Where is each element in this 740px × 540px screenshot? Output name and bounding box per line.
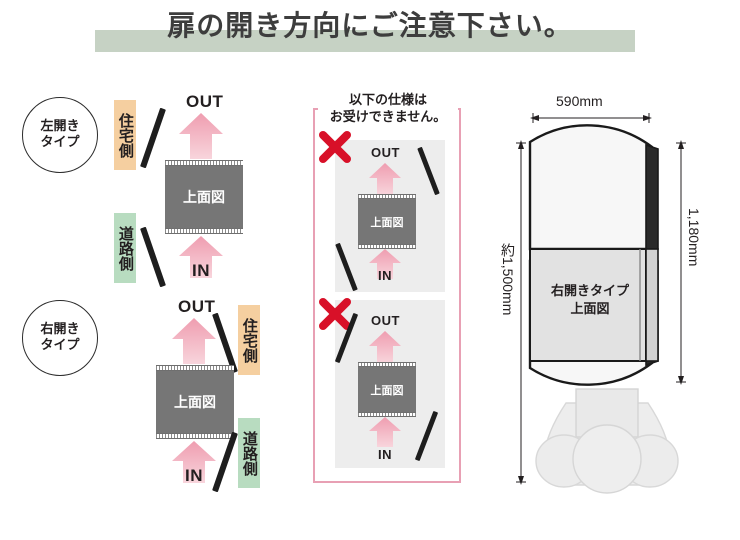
plan-body-block <box>529 248 659 362</box>
caption-in-warning-1: IN <box>378 268 392 283</box>
arrow-in-right-open <box>172 441 216 483</box>
label-house-side-left-open: 住宅側 <box>114 100 136 170</box>
arrow-out-warning-2 <box>369 331 401 363</box>
rail-top-right-open <box>156 365 234 371</box>
warning-heading-line2: お受けできません。 <box>329 109 447 125</box>
dimension-line-1180 <box>676 140 686 385</box>
caption-in-right-open: IN <box>185 466 203 485</box>
badge-right-open-line1: 右開き <box>40 321 80 337</box>
badge-right-open-type: 右開き タイプ <box>22 300 98 376</box>
arrow-out-right-open <box>172 318 216 364</box>
caption-out-left-open: OUT <box>186 92 224 111</box>
rail-bottom-right-open <box>156 433 234 439</box>
dimension-line-1500 <box>516 140 526 485</box>
dimension-width-590: 590mm <box>556 93 603 109</box>
topview-box-left-open: 上面図 <box>165 166 243 228</box>
plan-panel-label-line1: 右開きタイプ <box>550 284 629 299</box>
topview-box-warning-2: 上面図 <box>358 367 416 412</box>
rail-bottom-warning-1 <box>358 244 416 249</box>
dimension-line-width <box>530 113 652 123</box>
label-road-side-right-open: 道路側 <box>238 418 260 488</box>
rail-bottom-left-open <box>165 228 243 234</box>
topview-box-right-open: 上面図 <box>156 371 234 433</box>
plan-panel-label: 右開きタイプ 上面図 <box>540 283 640 318</box>
arrow-in-warning-2 <box>369 417 401 447</box>
rail-top-warning-1 <box>358 194 416 199</box>
door-leaf-upper-left-open <box>140 107 166 169</box>
label-road-side-left-open: 道路側 <box>114 213 136 283</box>
badge-left-open-line1: 左開き <box>40 118 80 134</box>
ghost-vehicle-silhouette <box>535 388 679 494</box>
arrow-in-warning-1 <box>369 249 401 279</box>
page-title: 扉の開き方向にご注意下さい。 <box>167 9 573 42</box>
topview-box-warning-1: 上面図 <box>358 199 416 244</box>
dimension-height-1500: 約1,500mm <box>500 243 516 316</box>
caption-out-warning-1: OUT <box>371 145 400 160</box>
arrow-out-left-open <box>179 113 223 159</box>
arrow-in-left-open <box>179 236 223 278</box>
label-house-side-right-open: 住宅側 <box>238 305 260 375</box>
warning-heading-line1: 以下の仕様は <box>348 93 427 108</box>
rail-bottom-warning-2 <box>358 412 416 417</box>
x-mark-icon-1 <box>319 131 351 163</box>
door-leaf-lower-left-open <box>140 226 166 288</box>
caption-out-warning-2: OUT <box>371 313 400 328</box>
badge-right-open-line2: タイプ <box>40 338 80 353</box>
rail-top-warning-2 <box>358 362 416 367</box>
warning-heading: 以下の仕様は お受けできません。 <box>318 92 458 128</box>
caption-in-left-open: IN <box>192 261 210 280</box>
badge-left-open-line2: タイプ <box>40 135 80 150</box>
caption-out-right-open: OUT <box>178 297 216 316</box>
caption-in-warning-2: IN <box>378 447 392 462</box>
x-mark-icon-2 <box>319 298 351 330</box>
title-band <box>95 30 635 52</box>
rail-top-left-open <box>165 160 243 166</box>
plan-panel-label-line2: 上面図 <box>570 301 610 317</box>
dimension-height-1180: 1,180mm <box>686 208 702 267</box>
arrow-out-warning-1 <box>369 163 401 195</box>
badge-left-open-type: 左開き タイプ <box>22 97 98 173</box>
